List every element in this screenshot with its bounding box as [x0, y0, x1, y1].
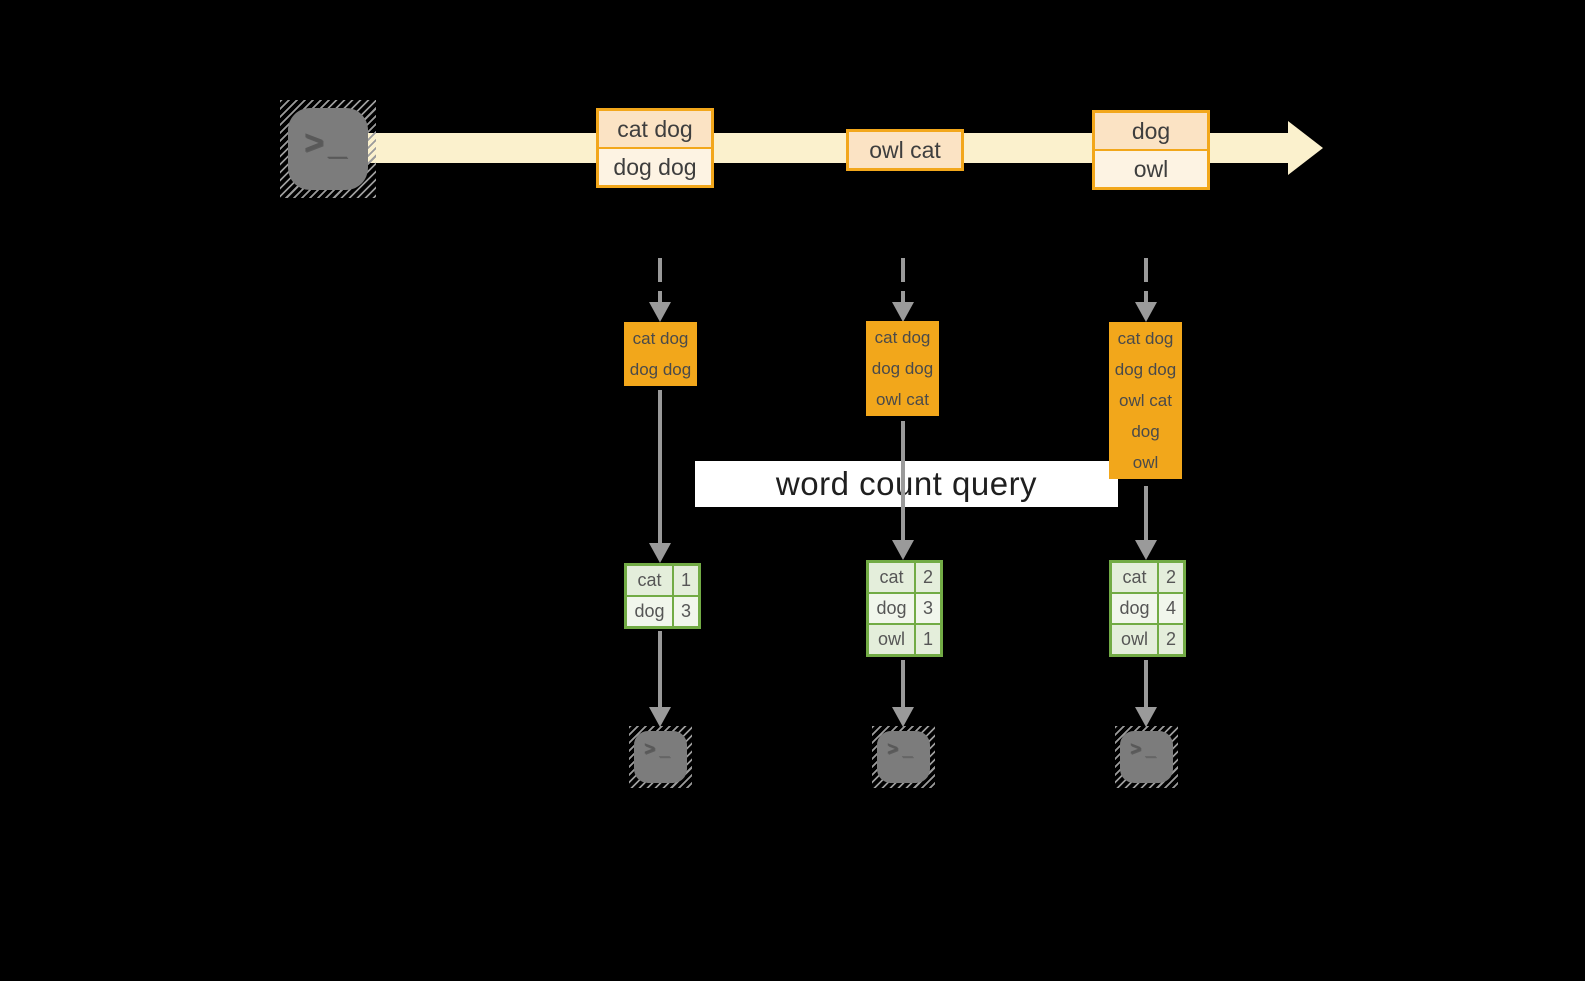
buffer-stack-1: cat dog dog dog — [624, 322, 697, 386]
stream-record: cat dog — [599, 111, 711, 147]
stream-batch-2: owl cat — [846, 129, 964, 171]
count-value: 1 — [916, 625, 940, 654]
down-arrow-icon — [1135, 660, 1157, 727]
buffer-record: owl cat — [876, 390, 929, 409]
terminal-prompt-icon: >_ — [304, 124, 347, 162]
count-word: cat — [1112, 563, 1157, 592]
count-value: 2 — [1159, 563, 1183, 592]
buffer-record: cat dog — [874, 328, 931, 347]
terminal-icon-body: >_ — [877, 731, 930, 783]
terminal-icon-body: >_ — [634, 731, 687, 783]
dashed-arrow-icon — [1135, 258, 1157, 322]
count-word: owl — [1112, 625, 1157, 654]
buffer-stack-3: cat dog dog dog owl cat dog owl — [1109, 322, 1182, 479]
stream-batch-1: cat dog dog dog — [596, 108, 714, 188]
count-word: cat — [627, 566, 672, 595]
stream-batch-3: dog owl — [1092, 110, 1210, 190]
sink-terminal-icon: >_ — [1115, 726, 1178, 788]
dashed-arrow-icon — [892, 258, 914, 322]
buffer-record: cat dog — [632, 329, 689, 348]
source-terminal-icon: >_ — [280, 100, 376, 198]
buffer-record: cat dog — [1117, 329, 1174, 348]
count-value: 1 — [674, 566, 698, 595]
count-value: 3 — [674, 597, 698, 626]
down-arrow-icon — [1135, 486, 1157, 560]
down-arrow-icon — [649, 390, 671, 563]
down-arrow-icon — [892, 421, 914, 560]
stream-record: owl cat — [849, 132, 961, 168]
query-banner: word count query — [695, 461, 1118, 507]
stream-record: dog dog — [599, 149, 711, 185]
count-value: 3 — [916, 594, 940, 623]
count-value: 4 — [1159, 594, 1183, 623]
terminal-prompt-icon: >_ — [1130, 739, 1156, 760]
terminal-icon-body: >_ — [1120, 731, 1173, 783]
buffer-record: dog — [1131, 422, 1160, 441]
terminal-prompt-icon: >_ — [887, 739, 913, 760]
terminal-prompt-icon: >_ — [644, 739, 670, 760]
count-word: dog — [869, 594, 914, 623]
buffer-stack-2: cat dog dog dog owl cat — [866, 321, 939, 416]
stream-arrowhead — [1288, 121, 1323, 175]
stream-record: dog — [1095, 113, 1207, 149]
count-word: cat — [869, 563, 914, 592]
count-value: 2 — [1159, 625, 1183, 654]
down-arrow-icon — [892, 660, 914, 727]
count-value: 2 — [916, 563, 940, 592]
query-banner-label: word count query — [775, 465, 1038, 502]
down-arrow-icon — [649, 631, 671, 727]
count-word: owl — [869, 625, 914, 654]
count-word: dog — [1112, 594, 1157, 623]
stream-record: owl — [1095, 151, 1207, 187]
buffer-record: owl — [1132, 453, 1159, 472]
sink-terminal-icon: >_ — [872, 726, 935, 788]
buffer-record: dog dog — [1114, 360, 1177, 379]
buffer-record: dog dog — [871, 359, 934, 378]
buffer-record: dog dog — [629, 360, 692, 379]
dashed-arrow-icon — [649, 258, 671, 322]
buffer-record: owl cat — [1119, 391, 1172, 410]
count-word: dog — [627, 597, 672, 626]
sink-terminal-icon: >_ — [629, 726, 692, 788]
terminal-icon-body: >_ — [288, 108, 368, 190]
